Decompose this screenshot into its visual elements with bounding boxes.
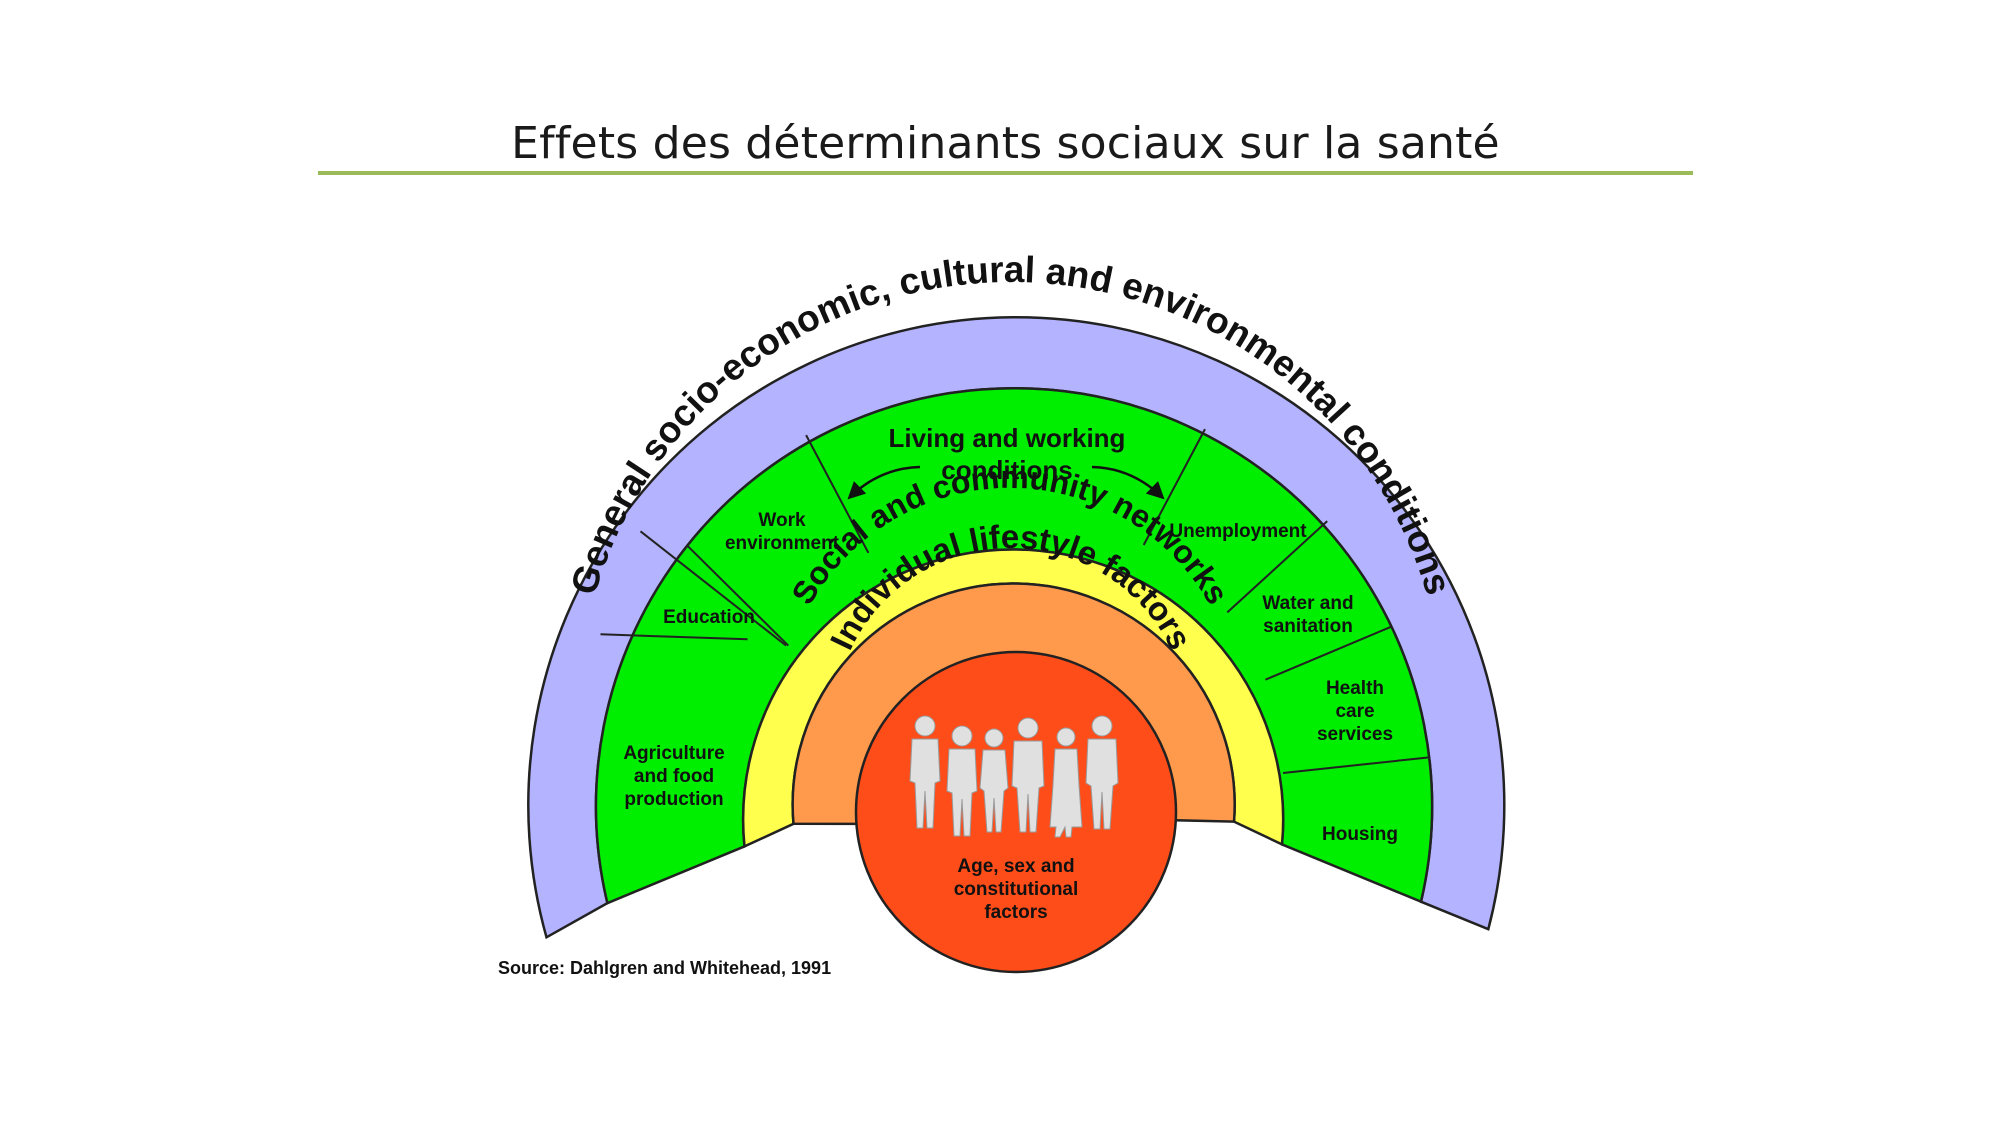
- svg-text:conditions: conditions: [941, 455, 1072, 485]
- sector-education: Education: [663, 607, 755, 628]
- svg-text:Living and working: Living and working: [889, 423, 1126, 453]
- svg-text:Agriculture: Agriculture: [623, 743, 724, 764]
- svg-text:Water and: Water and: [1262, 593, 1353, 614]
- sector-work-environment: Work environment: [725, 510, 840, 554]
- sector-housing: Housing: [1322, 824, 1398, 845]
- svg-text:Work: Work: [758, 510, 806, 531]
- svg-text:Housing: Housing: [1322, 824, 1398, 845]
- svg-text:sanitation: sanitation: [1263, 616, 1353, 637]
- svg-text:factors: factors: [984, 902, 1047, 923]
- svg-text:and food: and food: [634, 766, 714, 787]
- core-label: Age, sex and constitutional factors: [954, 856, 1079, 923]
- svg-text:Health: Health: [1326, 678, 1384, 699]
- svg-text:services: services: [1317, 724, 1393, 745]
- source-citation: Source: Dahlgren and Whitehead, 1991: [498, 958, 832, 978]
- svg-text:environment: environment: [725, 533, 840, 554]
- sector-dividers: [600, 428, 1429, 774]
- svg-text:care: care: [1335, 701, 1374, 722]
- svg-text:Unemployment: Unemployment: [1169, 521, 1307, 542]
- right-arrow-icon: [1091, 465, 1165, 500]
- group-of-people-silhouettes-icon: [909, 715, 1119, 838]
- svg-text:Education: Education: [663, 607, 755, 628]
- slide-title: Effets des déterminants sociaux sur la s…: [511, 118, 1500, 169]
- svg-text:Age, sex and: Age, sex and: [957, 856, 1074, 877]
- left-arrow-icon: [847, 465, 921, 500]
- sector-water-sanitation: Water and sanitation: [1262, 593, 1353, 637]
- svg-text:production: production: [624, 789, 723, 810]
- living-working-label: Living and working conditions: [889, 423, 1126, 485]
- title-underline: [318, 171, 1693, 175]
- sector-agriculture: Agriculture and food production: [623, 743, 724, 810]
- svg-text:constitutional: constitutional: [954, 879, 1079, 900]
- core-circle: [854, 650, 1178, 974]
- sector-health-care: Health care services: [1317, 678, 1393, 745]
- sector-unemployment: Unemployment: [1169, 521, 1307, 542]
